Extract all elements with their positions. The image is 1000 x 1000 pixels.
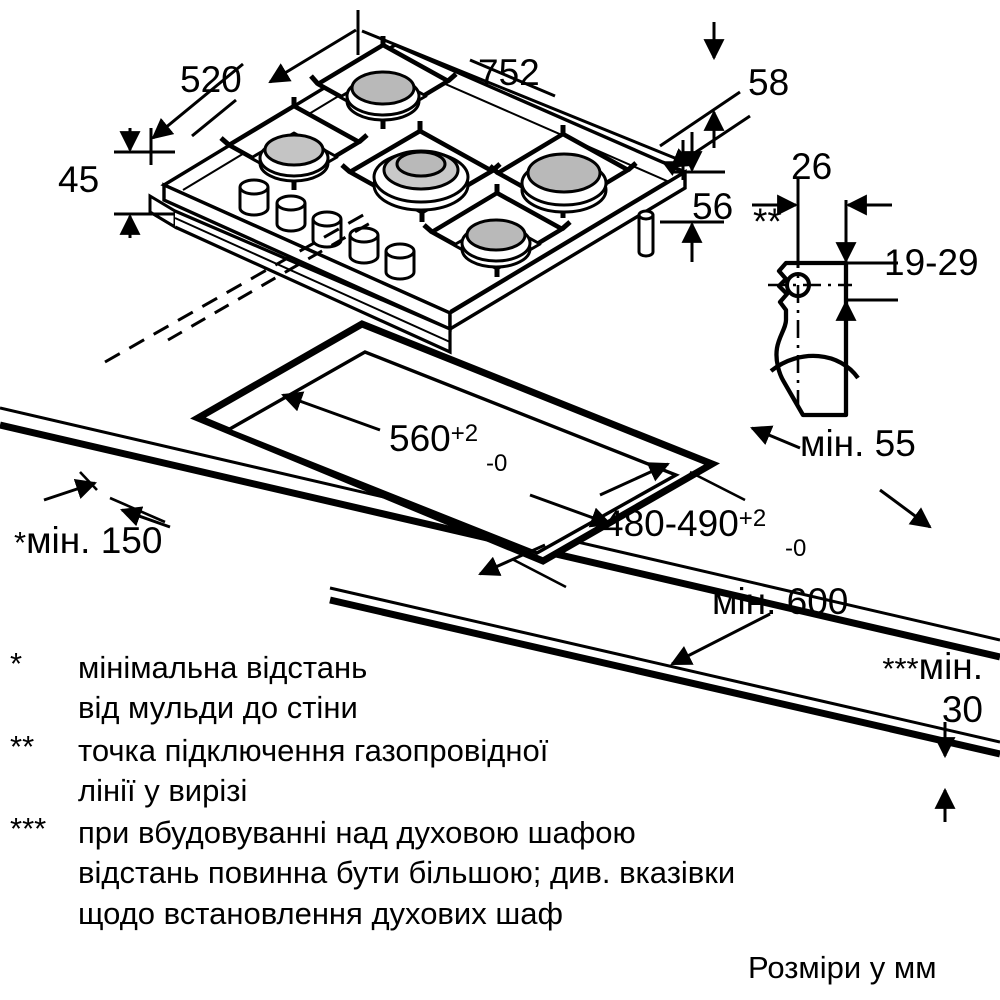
footnote-item: * мінімальна відстань від мульди до стін… — [10, 648, 735, 729]
footnote-line: від мульди до стіни — [78, 690, 358, 726]
ext-150-b — [109, 496, 166, 524]
arrow-min55 — [750, 425, 801, 450]
footnote-marker: ** — [10, 728, 35, 764]
footnote-line: відстань повинна бути більшою; див. вказ… — [78, 855, 736, 891]
dim-label-560-tol-plus: +2 — [450, 420, 479, 447]
burner-left — [258, 133, 330, 183]
arrow-480-upper — [599, 462, 670, 497]
projection-dash-left — [167, 220, 373, 342]
arrow-150-left — [120, 506, 171, 529]
burner-right — [520, 152, 608, 214]
ext-480-b — [689, 470, 746, 502]
bracket-dimension-lines — [752, 178, 898, 352]
dim-label-480-group: 480-490+2 -0 — [603, 503, 806, 561]
footnote-line: мінімальна відстань — [78, 650, 368, 685]
dim-label-min30-prefix: мін. — [918, 646, 983, 687]
control-knob — [348, 226, 380, 265]
footnote-marker: *** — [10, 811, 47, 847]
footnote-line: лінії у вирізі — [78, 772, 248, 808]
arrow-560-lower — [529, 493, 612, 528]
arrow-520 — [151, 62, 244, 140]
min150-marker: * — [14, 525, 27, 560]
bracket-outline — [774, 260, 849, 418]
hob-assembly — [148, 36, 689, 355]
footnote-marker: * — [10, 646, 23, 681]
dim-label-560-group: 560+2 -0 — [389, 418, 507, 476]
arrow-min600 — [670, 612, 771, 666]
dim-label-752: 752 — [478, 52, 540, 93]
ext-480-a — [511, 557, 567, 589]
dim-label-560-tol-minus: -0 — [486, 450, 508, 477]
control-knobs — [238, 178, 416, 281]
min30-marker: *** — [882, 651, 919, 686]
mounting-bracket-detail — [768, 250, 860, 418]
worktop-lower-edge-thin — [329, 586, 1000, 744]
units-note: Розміри у мм — [748, 950, 937, 985]
cutout-dimension-lines — [43, 391, 956, 822]
dim-label-min55: мін. 55 — [800, 423, 916, 464]
gas-connection-marker: ** — [753, 201, 782, 242]
dim-label-min30-group: ***мін. 30 — [833, 646, 983, 728]
footnote-item: ** точка підключення газопровідної лінії… — [10, 731, 735, 812]
arrow-min600-upper — [879, 488, 932, 529]
dim-label-45: 45 — [58, 159, 100, 200]
worktop-cutout — [104, 208, 721, 565]
bracket-spring-arc — [769, 353, 860, 380]
dim-label-560: 560 — [389, 418, 451, 459]
dim-label-56: 56 — [692, 186, 734, 227]
dim-label-19-29: 19-29 — [884, 242, 979, 283]
projection-lines — [167, 220, 373, 342]
dim-label-26: 26 — [791, 146, 833, 187]
dim-label-520: 520 — [180, 59, 242, 100]
dim-label-min30-value: 30 — [941, 689, 983, 730]
footnote-line: точка підключення газопровідної — [78, 732, 549, 768]
hob-dimension-lines — [114, 10, 751, 262]
dim-label-480-490: 480-490 — [603, 503, 739, 544]
control-knob — [238, 178, 270, 217]
burner-center-wok — [372, 149, 470, 212]
dim-label-58: 58 — [748, 62, 790, 103]
burner-rear-left — [345, 70, 421, 122]
gas-connection-stub — [637, 209, 655, 258]
control-knob — [384, 242, 416, 281]
dim-label-min150-group: *мін. 150 — [14, 522, 162, 559]
leader-752 — [469, 58, 556, 98]
arrow-150-right — [43, 479, 97, 502]
arrow-tick-56 — [661, 160, 684, 177]
hidden-projection-line — [104, 208, 373, 364]
arrow-752-left — [268, 28, 357, 84]
footnote-item: *** при вбудовуванні над духовою шафою в… — [10, 813, 735, 934]
cutout-inner — [224, 350, 680, 555]
burner-front-center — [460, 218, 532, 269]
ext-150-a — [79, 471, 98, 491]
dim-label-min600: мін. 600 — [712, 581, 849, 622]
dim-label-480-tol-plus: +2 — [738, 505, 767, 532]
leader-520 — [191, 98, 237, 138]
footnotes-block: * мінімальна відстань від мульди до стін… — [10, 648, 735, 934]
dim-label-480-tol-minus: -0 — [785, 535, 807, 562]
footnote-line: щодо встановлення духових шаф — [78, 895, 563, 931]
footnote-line: при вбудовуванні над духовою шафою — [78, 815, 636, 851]
dim-label-min150: мін. 150 — [26, 520, 163, 561]
ext-line-58-a — [659, 90, 741, 148]
arrow-560-upper — [281, 391, 381, 432]
hob-chassis-skirt — [148, 193, 452, 355]
worktop-lower-edge-thick — [329, 596, 1000, 758]
control-knob — [275, 194, 307, 233]
arrow-752-right — [361, 29, 694, 168]
